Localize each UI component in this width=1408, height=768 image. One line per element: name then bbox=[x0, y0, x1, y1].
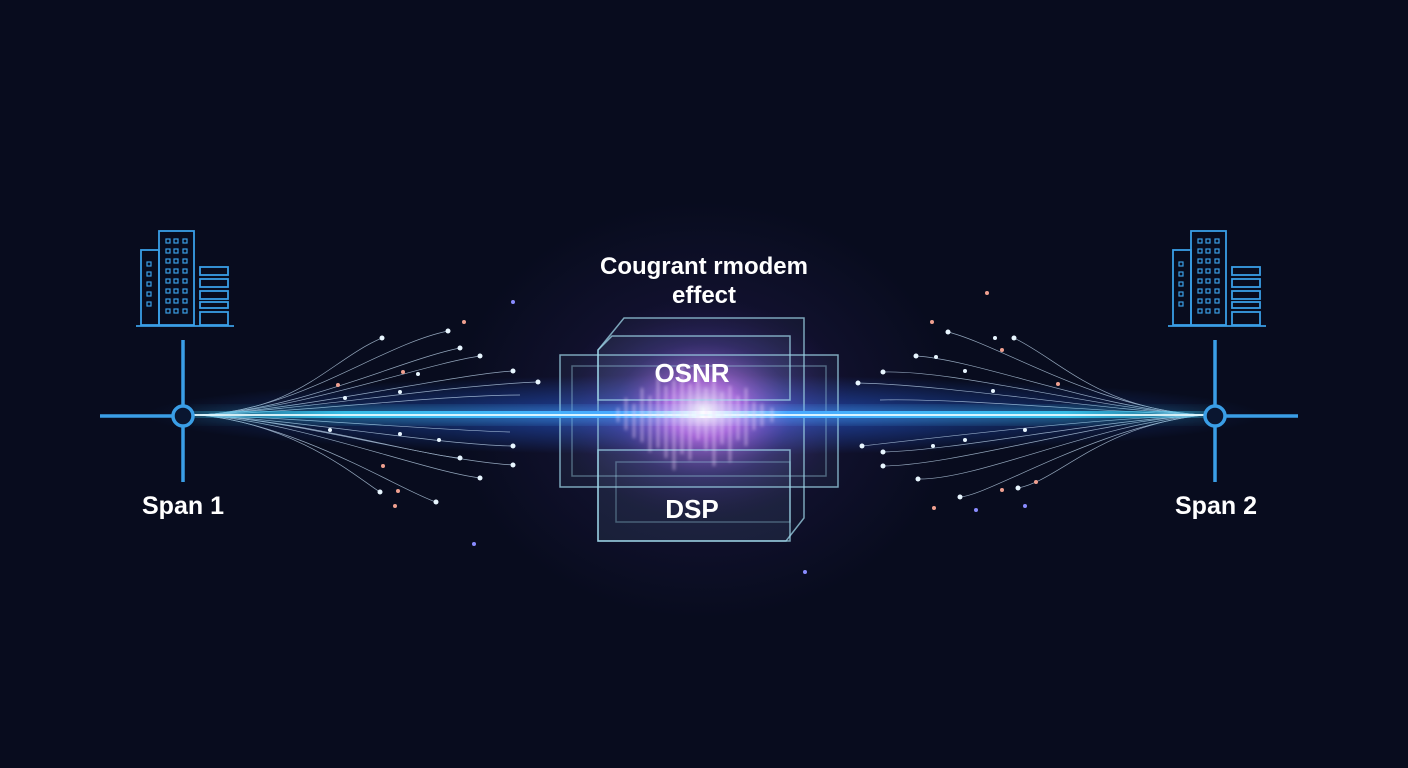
building-icon bbox=[1168, 230, 1266, 327]
osnr-label: OSNR bbox=[654, 358, 730, 388]
particle-dots bbox=[328, 291, 1060, 574]
span-1-node[interactable] bbox=[100, 340, 195, 482]
span-1-label: Span 1 bbox=[142, 492, 224, 520]
span-2-label: Span 2 bbox=[1175, 492, 1257, 520]
signal-waveform bbox=[617, 366, 773, 470]
title-line-1: Cougrant rmodem bbox=[599, 253, 808, 280]
beam-core bbox=[190, 414, 1220, 416]
diagram-title: Cougrant rmodem effect bbox=[504, 252, 904, 310]
dsp-label: DSP bbox=[665, 494, 719, 524]
span-2-node[interactable] bbox=[1203, 340, 1298, 482]
building-icon bbox=[136, 230, 234, 327]
title-line-2: effect bbox=[671, 282, 737, 309]
